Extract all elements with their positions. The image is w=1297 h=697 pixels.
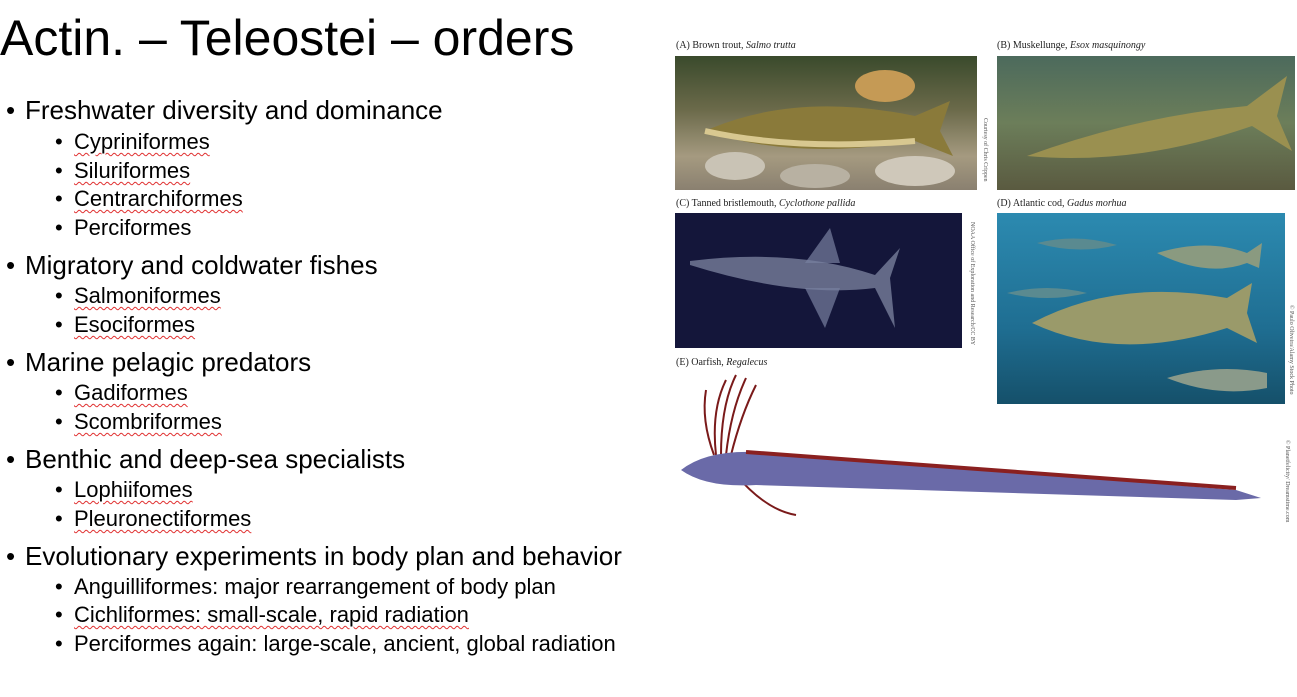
illustration-oarfish <box>676 370 1266 520</box>
bullet-migratory: Migratory and coldwater fishes <box>6 250 378 280</box>
bristlemouth-illustration <box>690 228 900 328</box>
trout-illustration <box>704 70 955 188</box>
credit-d: © Paulo Oliveira/Alamy Stock Photo <box>1288 305 1294 395</box>
bullet-marine: Marine pelagic predators <box>6 347 311 377</box>
caption-c: (C) Tanned bristlemouth, Cyclothone pall… <box>676 198 856 209</box>
sub-bullet: Siluriformes <box>74 158 191 183</box>
sub-bullet: Salmoniformes <box>74 283 221 308</box>
caption-d: (D) Atlantic cod, Gadus morhua <box>997 198 1127 209</box>
caption-b: (B) Muskellunge, Esox masquinongy <box>997 40 1146 51</box>
slide-title: Actin. – Teleostei – orders <box>0 10 575 66</box>
credit-e: © Planetfelicity/ Dreamstime.com <box>1284 440 1290 523</box>
sub-bullet: Perciformes again: large-scale, ancient,… <box>74 631 616 656</box>
bullet-benthic: Benthic and deep-sea specialists <box>6 444 405 474</box>
caption-e: (E) Oarfish, Regalecus <box>676 357 768 368</box>
sub-bullet: Perciformes <box>74 215 192 240</box>
sub-bullet: Esociformes <box>74 312 196 337</box>
credit-a: Courtesy of Chris Crippen <box>982 118 988 182</box>
sub-bullet: Cypriniformes <box>74 129 210 154</box>
muskellunge-illustration <box>1027 76 1292 158</box>
bullet-evolutionary: Evolutionary experiments in body plan an… <box>6 541 622 571</box>
photo-atlantic-cod <box>997 213 1285 404</box>
sub-bullet: Gadiformes <box>74 380 188 405</box>
sub-bullet: Scombriformes <box>74 409 222 434</box>
credit-c: NOAA Office of Exploration and Research/… <box>969 222 975 346</box>
photo-brown-trout <box>675 56 977 190</box>
photo-muskellunge <box>997 56 1295 190</box>
cod-illustration <box>1007 238 1267 392</box>
photo-bristlemouth <box>675 213 962 348</box>
sub-bullet: Centrarchiformes <box>74 186 243 211</box>
sub-bullet: Lophiifomes <box>74 477 193 502</box>
caption-a: (A) Brown trout, Salmo trutta <box>676 40 796 51</box>
sub-bullet: Pleuronectiformes <box>74 506 252 531</box>
oarfish-illustration <box>681 374 1261 516</box>
sub-bullet: Anguilliformes: major rearrangement of b… <box>74 574 556 599</box>
bullet-freshwater: Freshwater diversity and dominance <box>6 95 443 125</box>
sub-bullet: Cichliformes: small-scale, rapid radiati… <box>74 602 469 627</box>
